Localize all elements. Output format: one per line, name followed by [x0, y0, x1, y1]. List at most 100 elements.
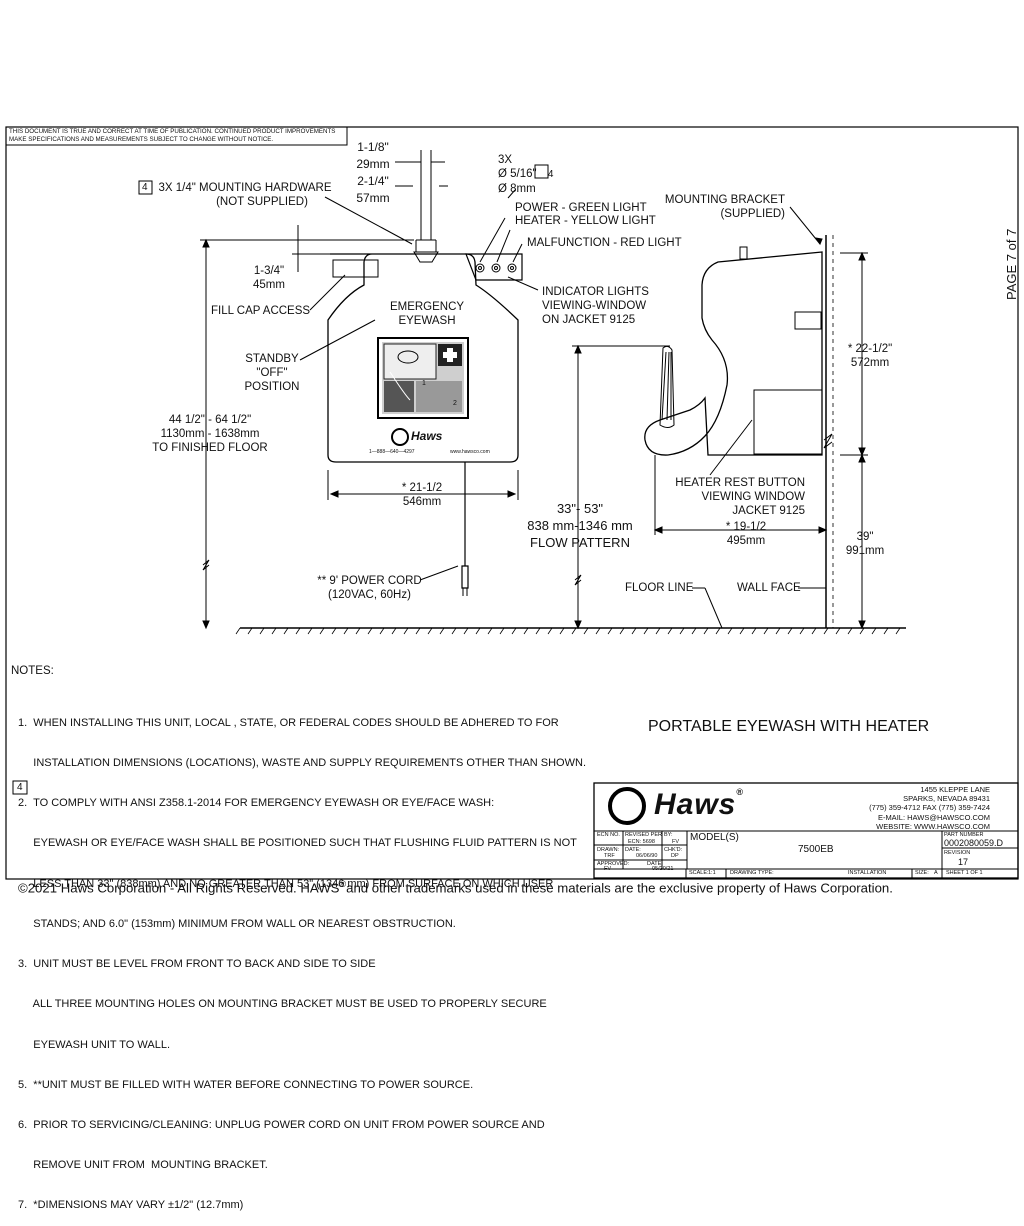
dim-text: Ø 5/16" 4 — [498, 167, 553, 182]
haws-logo-icon — [608, 787, 646, 825]
note-line: REMOVE UNIT FROM MOUNTING BRACKET. — [18, 1159, 268, 1172]
dim-text: TO FINISHED FLOOR — [152, 442, 268, 454]
unit-phone: 1—888—640—4297 — [369, 449, 415, 455]
dim-text: 2-1/4" — [357, 174, 389, 188]
size-value: A — [934, 870, 938, 876]
installation-drawing — [5, 126, 1019, 880]
dim-text: 57mm — [356, 191, 390, 205]
note-line: LESS THAN 33" (838mm) AND NO GREATER THA… — [18, 877, 554, 890]
logo-text: Haws — [411, 429, 443, 444]
title-block-logo: Haws® — [608, 787, 744, 825]
model-label: MODEL(S) — [690, 832, 739, 843]
note-line: STANDS; AND 6.0" (153mm) MINIMUM FROM WA… — [18, 917, 456, 930]
disclaimer-line: THIS DOCUMENT IS TRUE AND CORRECT AT TIM… — [9, 128, 336, 135]
power-cord-callout: ** 9' POWER CORD (120VAC, 60Hz) — [312, 574, 427, 602]
dim-text: 1-3/4" — [253, 265, 285, 277]
part-number-label: PART NUMBER — [944, 832, 984, 838]
dim-text: 29mm — [356, 157, 390, 171]
chkd-value: DP — [671, 853, 679, 859]
floor-height-dim: 39" 991mm — [835, 530, 895, 558]
drawn-value: TRF — [604, 853, 615, 859]
product-title: PORTABLE EYEWASH WITH HEATER — [648, 718, 930, 735]
callout-text: (SUPPLIED) — [720, 208, 785, 220]
heater-light-callout: HEATER - YELLOW LIGHT — [515, 215, 656, 227]
drawing-type-label: DRAWING TYPE: — [730, 870, 774, 876]
approved-label: APPROVED: — [597, 861, 630, 867]
disclaimer: THIS DOCUMENT IS TRUE AND CORRECT AT TIM… — [9, 128, 335, 144]
note-line: INSTALLATION DIMENSIONS (LOCATIONS), WAS… — [18, 757, 586, 770]
callout-text: HEATER REST BUTTON — [675, 477, 805, 489]
top-width-dim: 1-1/8" 29mm 2-1/4" 57mm — [348, 140, 398, 205]
top-gap-dim: 1-3/4" 45mm — [244, 264, 294, 292]
disclaimer-line: MAKE SPECIFICATIONS AND MEASUREMENTS SUB… — [9, 136, 274, 143]
note-line: 1. WHEN INSTALLING THIS UNIT, LOCAL , ST… — [18, 716, 559, 729]
front-unit-outline — [327, 253, 519, 463]
callout-text: STANDBY — [245, 353, 299, 365]
dim-text: 838 mm-1346 mm — [527, 518, 633, 533]
by-label: BY: — [664, 832, 673, 838]
unit-web: www.hawsco.com — [450, 449, 490, 455]
drawing-type-value: INSTALLATION — [848, 870, 887, 876]
scale-value: 1:1 — [708, 870, 716, 876]
dim-text: 1-1/8" — [357, 140, 389, 154]
scale-label: SCALE: — [689, 870, 709, 876]
revision-label: REVISION — [944, 850, 971, 856]
dim-text: FLOW PATTERN — [530, 535, 630, 550]
dim-text: * 21-1/2 — [401, 482, 443, 494]
callout-text: 3X 1/4" MOUNTING HARDWARE — [158, 182, 332, 194]
copyright: ©2021 Haws Corporation - All Rights Rese… — [18, 879, 893, 895]
address-line: E-MAIL: HAWS@HAWSCO.COM — [877, 812, 990, 822]
malfunction-light-callout: MALFUNCTION - RED LIGHT — [527, 237, 682, 249]
notes-title: NOTES: — [11, 665, 54, 677]
note-line: 3. UNIT MUST BE LEVEL FROM FRONT TO BACK… — [18, 958, 376, 971]
callout-text: POSITION — [244, 381, 300, 393]
note-line: EYEWASH OR EYE/FACE WASH SHALL BE POSITI… — [18, 837, 577, 850]
unit-width-dim: * 21-1/2 546mm — [392, 481, 452, 509]
callout-text: (NOT SUPPLIED) — [216, 196, 308, 208]
copyright-text: ©2021 Haws Corporation - All Rights Rese… — [18, 880, 340, 896]
note-line: 5. **UNIT MUST BE FILLED WITH WATER BEFO… — [18, 1078, 474, 1091]
dim-text: Ø 5/16" — [498, 168, 537, 180]
dim-text: 33"- 53" — [556, 501, 604, 516]
dim-text: * 22-1/2" — [847, 343, 893, 355]
address-line: SPARKS, NEVADA 89431 — [903, 794, 990, 804]
dim-text: 572mm — [850, 357, 890, 369]
revised-per-label: REVISED PER — [625, 832, 662, 838]
page-label: PAGE 7 of 7 — [1004, 228, 1019, 300]
dim-text: 546mm — [402, 496, 442, 508]
date2-label: DATE: — [647, 861, 663, 867]
side-height-dim: * 22-1/2" 572mm — [840, 342, 900, 370]
fill-cap-callout: FILL CAP ACCESS — [211, 305, 311, 317]
sheet-frame — [5, 126, 1019, 880]
indicator-callout: INDICATOR LIGHTS VIEWING-WINDOW ON JACKE… — [542, 285, 649, 327]
flow-pattern-dim: 33"- 53" 838 mm-1346 mm FLOW PATTERN — [500, 500, 660, 551]
drawn-label: DRAWN: — [597, 847, 620, 853]
panel-number: 2 — [453, 400, 457, 407]
callout-text: JACKET 9125 — [732, 505, 805, 517]
dim-text: 45mm — [253, 279, 285, 291]
revised-per-value: ECN: 5698 — [628, 839, 655, 845]
heater-rest-callout: HEATER REST BUTTON VIEWING WINDOW JACKET… — [660, 476, 805, 518]
dim-text: 991mm — [845, 545, 885, 557]
copyright-tail: and other trademarks used in these mater… — [346, 880, 893, 896]
note-line: 7. *DIMENSIONS MAY VARY ±1/2" (12.7mm) — [18, 1199, 244, 1212]
address-line: 1455 KLEPPE LANE — [920, 785, 990, 794]
by-value: FV — [672, 839, 680, 845]
date2-value: 05/20/21 — [652, 866, 674, 872]
registered-mark: ® — [339, 879, 347, 889]
unit-title: EMERGENCY EYEWASH — [372, 300, 482, 328]
size-label: SIZE: — [915, 870, 929, 876]
model-value: 7500EB — [798, 844, 834, 855]
callout-text: ** 9' POWER CORD — [317, 575, 422, 587]
callout-text: ON JACKET 9125 — [542, 314, 636, 326]
logo-text: Haws — [654, 787, 737, 821]
dim-text: 3X — [498, 154, 513, 166]
haws-logo-icon — [391, 428, 409, 446]
hardware-callout: 3X 1/4" MOUNTING HARDWARE (NOT SUPPLIED) — [150, 181, 340, 209]
power-light-callout: POWER - GREEN LIGHT — [515, 202, 647, 214]
panel-number: 1 — [422, 380, 426, 387]
dim-text: 39" — [856, 531, 874, 543]
sheet-label: SHEET 1 OF 1 — [946, 870, 983, 876]
callout-text: VIEWING-WINDOW — [542, 300, 647, 312]
unit-title-line: EMERGENCY — [389, 301, 465, 313]
